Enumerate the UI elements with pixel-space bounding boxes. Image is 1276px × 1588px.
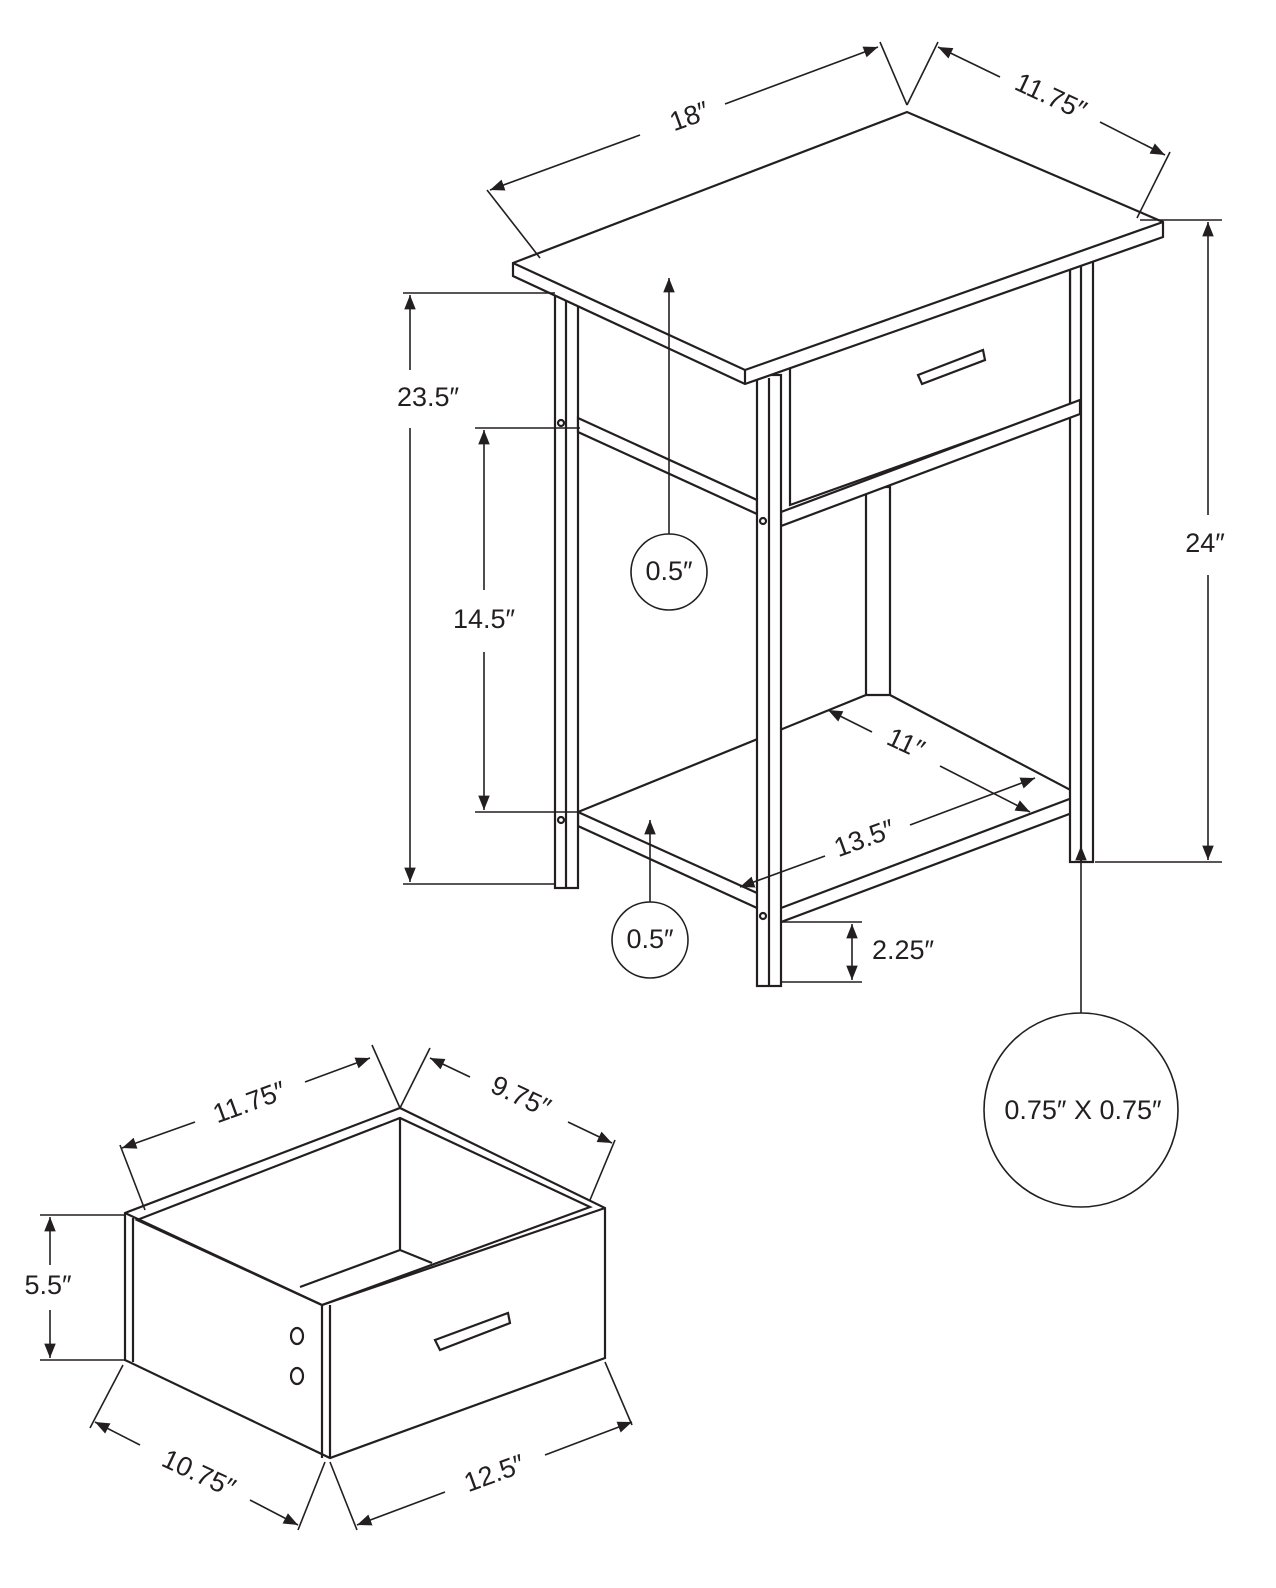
dim-drawer-width: 11.75″ — [209, 1075, 290, 1129]
dim-leg-height: 23.5″ — [397, 382, 460, 412]
bottom-shelf — [576, 693, 1082, 924]
dim-drawer-inner-depth: 10.75″ — [158, 1443, 241, 1503]
drawer-box — [123, 1106, 607, 1460]
drawer-front-handle — [433, 1311, 512, 1352]
dim-shelf-clearance: 14.5″ — [453, 604, 516, 634]
dim-drawer-height: 5.5″ — [24, 1270, 72, 1300]
drawer-hole — [289, 1366, 305, 1386]
dim-total-height: 24″ — [1185, 528, 1225, 558]
table-drawing — [511, 110, 1165, 988]
side-rail — [576, 416, 759, 516]
dim-drawer-depth: 9.75″ — [486, 1070, 555, 1124]
dim-leg-section: 0.75″ X 0.75″ — [1004, 1095, 1162, 1125]
table-top — [511, 110, 1165, 386]
dim-table-depth: 11.75″ — [1010, 67, 1091, 126]
dim-floor-clearance: 2.25″ — [872, 935, 935, 965]
drawer-drawing — [123, 1106, 607, 1460]
dim-top-thickness: 0.5″ — [645, 556, 693, 586]
dim-table-width: 18″ — [666, 95, 714, 137]
drawer-handle — [916, 348, 987, 386]
drawer-hole — [289, 1326, 305, 1346]
dim-drawer-front-width: 12.5″ — [460, 1448, 529, 1498]
dim-shelf-thickness: 0.5″ — [626, 924, 674, 954]
back-leg — [864, 485, 892, 699]
